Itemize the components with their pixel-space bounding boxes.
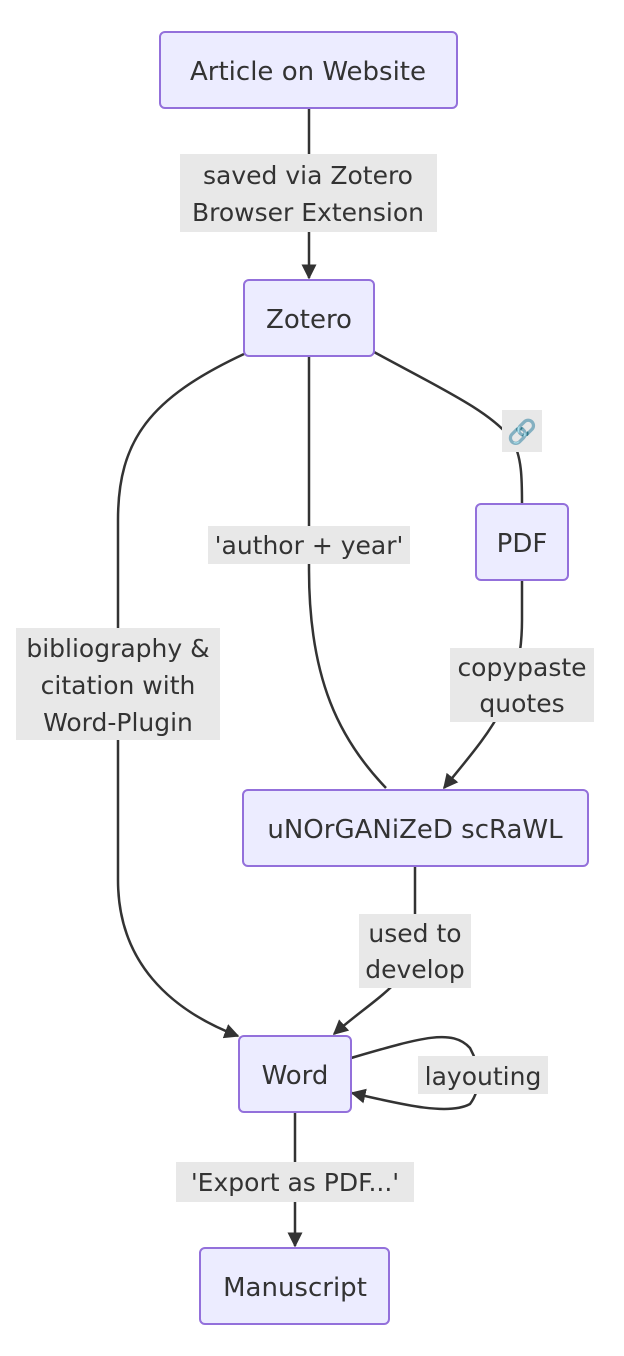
node-word-label: Word <box>262 1061 329 1091</box>
node-article-on-website: Article on Website <box>159 31 458 109</box>
label-bibliography-line1: bibliography & <box>26 634 209 663</box>
label-saved-via-zotero: saved via Zotero Browser Extension <box>180 154 437 232</box>
label-layouting: layouting <box>418 1056 548 1094</box>
node-zotero-label: Zotero <box>266 305 352 335</box>
label-used-to-develop: used to develop <box>359 914 471 988</box>
label-saved-via-zotero-line2: Browser Extension <box>192 198 424 227</box>
label-bibliography: bibliography & citation with Word-Plugin <box>16 628 220 740</box>
label-layouting-text: layouting <box>425 1062 542 1091</box>
node-manuscript-label: Manuscript <box>223 1273 367 1303</box>
label-copypaste: copypaste quotes <box>450 648 594 722</box>
label-export-as-pdf-text: 'Export as PDF...' <box>191 1168 399 1197</box>
node-manuscript: Manuscript <box>199 1247 390 1325</box>
node-word: Word <box>238 1035 352 1113</box>
label-export-as-pdf: 'Export as PDF...' <box>176 1162 414 1202</box>
label-copypaste-line2: quotes <box>479 689 564 718</box>
label-link: 🔗 <box>502 410 542 452</box>
label-used-to-develop-line1: used to <box>368 919 461 948</box>
node-unorganized-scrawl-label: uNOrGANiZeD scRaWL <box>267 815 563 845</box>
label-bibliography-line3: Word-Plugin <box>43 708 193 737</box>
link-icon: 🔗 <box>507 417 537 446</box>
nodes: Article on Website Zotero PDF uNOrGANiZe… <box>159 31 589 1325</box>
label-author-year-text: 'author + year' <box>215 531 404 560</box>
node-zotero: Zotero <box>243 279 375 357</box>
edge-zotero-to-pdf <box>373 350 524 505</box>
node-article-on-website-label: Article on Website <box>190 57 426 87</box>
label-bibliography-line2: citation with <box>41 671 196 700</box>
label-author-year: 'author + year' <box>208 526 410 564</box>
label-saved-via-zotero-line1: saved via Zotero <box>203 161 413 190</box>
edge-zotero-to-scrawl <box>307 356 387 789</box>
node-unorganized-scrawl: uNOrGANiZeD scRaWL <box>242 789 589 867</box>
node-pdf-label: PDF <box>497 529 548 559</box>
edge-labels: saved via Zotero Browser Extension 🔗 'au… <box>16 154 594 1202</box>
node-pdf: PDF <box>475 503 569 581</box>
label-copypaste-line1: copypaste <box>457 653 586 682</box>
label-used-to-develop-line2: develop <box>365 955 465 984</box>
